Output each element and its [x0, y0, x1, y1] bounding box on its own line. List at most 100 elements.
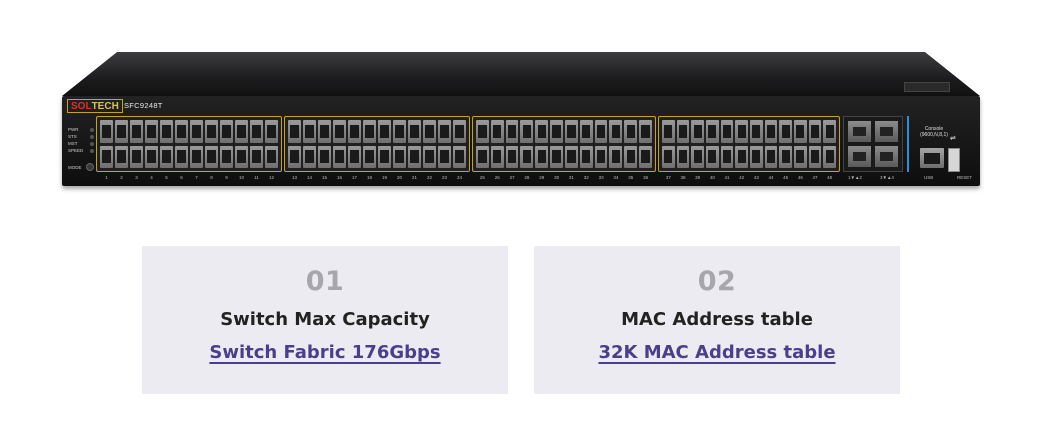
rj45-port — [823, 120, 836, 143]
rj45-port — [438, 145, 451, 168]
sfp-ports — [843, 116, 903, 172]
rj45-port — [348, 120, 361, 143]
port-number: 22 — [426, 175, 432, 180]
port-number: 5 — [165, 175, 168, 180]
rj45-port — [779, 145, 792, 168]
rj45-port — [408, 120, 421, 143]
feature-link-mac-address[interactable]: 32K MAC Address table — [598, 342, 836, 363]
rj45-port — [145, 120, 158, 143]
port-number: 42 — [739, 175, 745, 180]
rj45-port — [130, 145, 143, 168]
rj45-port — [303, 120, 316, 143]
rj45-port — [550, 145, 563, 168]
port-number: 19 — [381, 175, 387, 180]
rj45-port — [639, 120, 652, 143]
rj45-port — [235, 120, 248, 143]
rj45-port — [691, 145, 704, 168]
led-label: PWR — [68, 127, 79, 132]
port-number: 24 — [456, 175, 462, 180]
rj45-port — [145, 145, 158, 168]
rj45-port — [639, 145, 652, 168]
rj45-port — [318, 145, 331, 168]
rj45-port — [438, 120, 451, 143]
rj45-port — [609, 145, 623, 168]
port-number: 14 — [306, 175, 312, 180]
switch-label-sticker — [904, 82, 950, 92]
port-number: 45 — [783, 175, 789, 180]
rj45-port — [520, 145, 534, 168]
sfp-port — [848, 146, 871, 167]
rj45-port — [423, 120, 436, 143]
port-number: 1 — [105, 175, 108, 180]
rj45-port — [333, 120, 346, 143]
rj45-port — [303, 145, 316, 168]
rj45-port — [750, 120, 763, 143]
port-number: 11 — [254, 175, 259, 180]
port-number: 29 — [539, 175, 545, 180]
rj45-port — [676, 145, 690, 168]
rj45-port — [288, 120, 301, 143]
port-number: 3 — [135, 175, 138, 180]
rj45-port — [476, 145, 489, 168]
port-group-4 — [658, 116, 840, 172]
rj45-port — [160, 120, 173, 143]
rj45-port — [175, 120, 188, 143]
rj45-port — [265, 145, 278, 168]
port-number: 17 — [351, 175, 357, 180]
rj45-port — [363, 145, 376, 168]
port-group-3 — [472, 116, 656, 172]
rj45-port — [550, 120, 563, 143]
port-number: 10 — [238, 175, 244, 180]
rj45-port — [691, 120, 704, 143]
led-label: MST — [68, 141, 78, 146]
port-number: 41 — [724, 175, 730, 180]
rj45-port — [235, 145, 248, 168]
rj45-port — [318, 120, 331, 143]
rj45-port — [764, 120, 778, 143]
led-label: SPEED — [68, 148, 84, 153]
rj45-port — [505, 145, 519, 168]
feature-title: MAC Address table — [621, 309, 813, 330]
port-number: 21 — [411, 175, 417, 180]
rj45-port — [115, 120, 128, 143]
sfp-port — [875, 146, 898, 167]
port-number: 23 — [441, 175, 447, 180]
led-indicator — [90, 148, 94, 153]
port-number: 4 — [150, 175, 153, 180]
rj45-port — [348, 145, 361, 168]
port-group-2 — [284, 116, 470, 172]
port-number: 25 — [479, 175, 485, 180]
rj45-port — [333, 145, 346, 168]
port-number: 48 — [827, 175, 833, 180]
rj45-port — [579, 120, 593, 143]
rj45-port — [579, 145, 593, 168]
port-number: 44 — [768, 175, 774, 180]
led-indicator — [90, 127, 94, 132]
rj45-port — [423, 145, 436, 168]
port-number: 27 — [509, 175, 515, 180]
rj45-port — [250, 145, 263, 168]
port-number: 13 — [291, 175, 297, 180]
rj45-port — [205, 145, 218, 168]
feature-link-switch-fabric[interactable]: Switch Fabric 176Gbps — [209, 342, 441, 363]
port-number: 20 — [396, 175, 402, 180]
feature-title: Switch Max Capacity — [220, 309, 430, 330]
rj45-port — [190, 120, 203, 143]
feature-number: 01 — [305, 266, 345, 297]
console-accent — [907, 116, 917, 172]
port-number: 39 — [695, 175, 701, 180]
rj45-port — [564, 120, 578, 143]
rj45-port — [720, 120, 734, 143]
rj45-port — [535, 145, 549, 168]
status-leds: PWR STS MST SPEED — [68, 126, 94, 154]
rj45-port — [779, 120, 792, 143]
rj45-port — [220, 145, 233, 168]
usb-label: USB — [924, 175, 934, 180]
rj45-port — [205, 120, 218, 143]
mode-label: MODE — [68, 164, 82, 170]
rj45-port — [505, 120, 519, 143]
led-indicator — [90, 134, 94, 139]
port-number: 47 — [812, 175, 818, 180]
